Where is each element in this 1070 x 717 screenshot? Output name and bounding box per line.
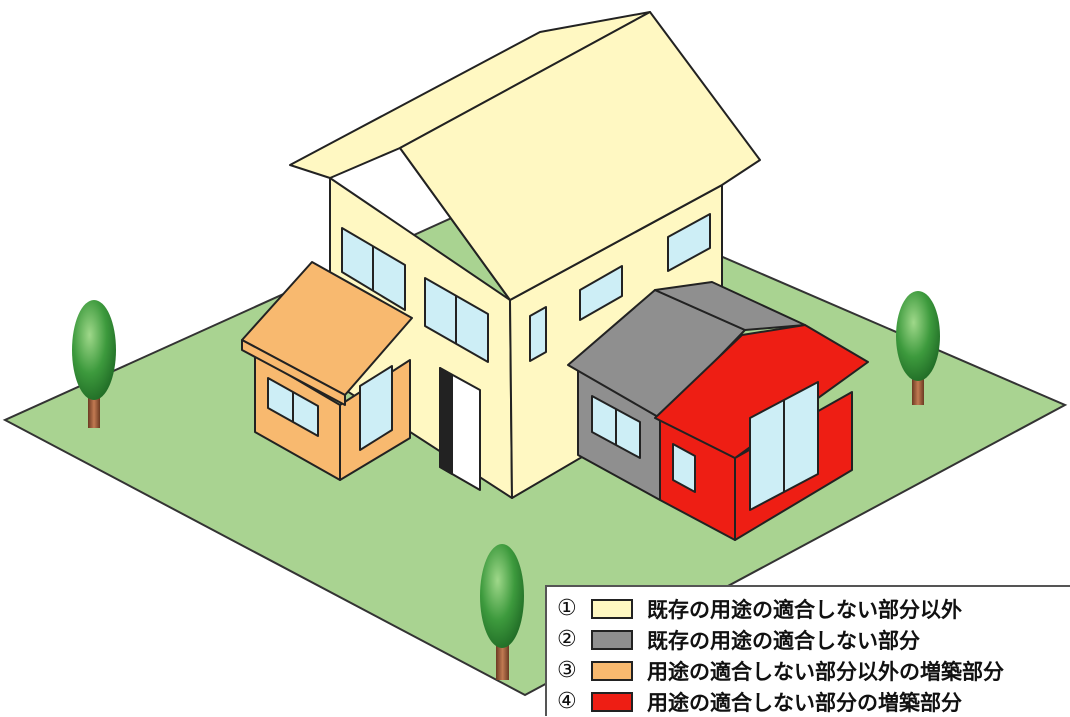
legend-number-3: ③ (557, 658, 577, 683)
legend-label-1: 既存の用途の適合しない部分以外 (647, 597, 962, 622)
legend-item-2: ② 既存の用途の適合しない部分 (557, 624, 1070, 655)
legend-item-4: ④ 用途の適合しない部分の増築部分 (557, 686, 1070, 717)
tree-front (480, 544, 524, 680)
tree-left (72, 300, 116, 428)
main-house-roof-front (399, 11, 761, 301)
main-house (289, 11, 761, 499)
legend-label-4: 用途の適合しない部分の増築部分 (647, 690, 962, 715)
legend-number-2: ② (557, 627, 577, 652)
legend-number-4: ④ (557, 689, 577, 714)
red-extension (654, 324, 869, 541)
legend-item-1: ① 既存の用途の適合しない部分以外 (557, 593, 1070, 624)
legend: ① 既存の用途の適合しない部分以外 ② 既存の用途の適合しない部分 ③ 用途の適… (545, 585, 1070, 716)
main-window-right-narrow (529, 306, 547, 362)
gray-section (567, 281, 806, 501)
legend-item-3: ③ 用途の適合しない部分以外の増築部分 (557, 655, 1070, 686)
red-window-front (672, 443, 696, 493)
main-door-dark (439, 367, 453, 475)
legend-number-1: ① (557, 596, 577, 621)
main-window-right-upper (667, 213, 711, 272)
legend-swatch-2 (591, 629, 633, 650)
legend-label-2: 既存の用途の適合しない部分 (647, 628, 920, 653)
legend-swatch-3 (591, 660, 633, 681)
tree-right (896, 291, 940, 405)
legend-swatch-4 (591, 691, 633, 712)
legend-swatch-1 (591, 598, 633, 619)
red-roof (654, 324, 869, 459)
orange-extension (241, 261, 413, 481)
orange-window-side (359, 365, 393, 451)
orange-roof-edge (241, 339, 346, 406)
main-window-right-mid (579, 265, 623, 321)
legend-label-3: 用途の適合しない部分以外の増築部分 (647, 659, 1004, 684)
